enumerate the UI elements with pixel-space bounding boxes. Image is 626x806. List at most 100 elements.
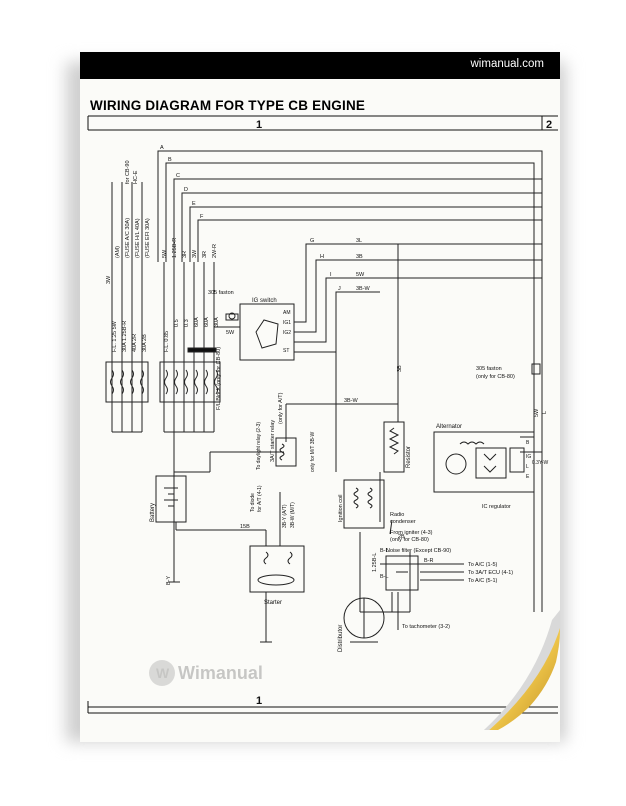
ig-term-st: ST (283, 348, 289, 354)
wire-letter-g: G (310, 238, 314, 244)
watermark-logo: W Wimanual (149, 660, 263, 686)
wire-code-3b: 3B (356, 254, 363, 260)
wire-code-125bl: 1.25B-L (372, 553, 378, 572)
ic-regulator-label: IC regulator (482, 504, 511, 510)
wire-letter-a: A (160, 145, 164, 151)
battery (155, 475, 187, 583)
noise-filter (385, 555, 419, 591)
ig-switch-label: IG switch (252, 298, 277, 304)
diode-note: for A/T (4-1) (257, 485, 263, 512)
mt-note: only for M/T 3B-W (310, 432, 316, 472)
wire-code-2b: 2B (398, 534, 405, 540)
alt-term-ig: IG (526, 454, 531, 460)
fl-row-1: F.L. 1.25 5W (112, 320, 118, 352)
site-name[interactable]: wimanual.com (470, 58, 545, 70)
top-wire-3r-b: 3R (202, 251, 208, 258)
wire-letter-b: B (168, 157, 172, 163)
from-igniter-note: (only for CB-80) (390, 537, 429, 543)
fuse-label-am: (AM) (115, 246, 121, 258)
wire-code-l: L (542, 411, 548, 414)
starter-relay-note: (only for A/T) (278, 392, 284, 424)
wire-code-5w-vertical: 5W (534, 408, 540, 417)
wire-code-3bw-relay: 3B-W (344, 398, 359, 404)
wiring-diagram: 1 2 1 (87, 115, 558, 714)
faston-connector (531, 363, 541, 375)
wire-letter-i: I (330, 272, 332, 278)
watermark-text: Wimanual (178, 663, 263, 683)
wire-code-3l: 3L (356, 238, 362, 244)
daylight-relay-label: To daylight relay (2-3) (256, 422, 262, 470)
tachometer-label: To tachometer (3-2) (402, 624, 450, 630)
fuse-note-cb90: for CB-90 (125, 160, 131, 184)
ignition-coil (343, 479, 385, 529)
alternator-label: Alternator (436, 424, 462, 430)
wire-3by-at: 3B-Y (A/T) (282, 504, 288, 528)
wire-letter-c: C (176, 173, 180, 179)
top-wire-2wr: 2W-R (212, 244, 218, 258)
alt-term-l: L (526, 464, 529, 470)
site-banner: wimanual.com (80, 52, 560, 79)
wire-03yw: 0.3Y-W (532, 460, 548, 466)
battery-label: Battery (150, 503, 156, 522)
ig-term-am: AM (283, 310, 291, 316)
to-ecu: To 3A/T ECU (4-1) (468, 570, 513, 576)
starter (249, 545, 305, 643)
manual-page: wimanual.com WIRING DIAGRAM FOR TYPE CB … (80, 52, 560, 742)
faston-label: 305 faston (208, 290, 234, 296)
top-wire-3w: 3W (192, 249, 198, 258)
wire-code-bl-1: B-L (380, 548, 389, 554)
to-ac-1: To A/C (1-5) (468, 562, 498, 568)
fuse-label-ac: (FUSE A/C 30A) (125, 218, 131, 258)
fl-row-3: 40A 2R (132, 334, 138, 352)
faston2-note: (only for CB-80) (476, 374, 515, 380)
top-wire-3r-a: 3R (182, 251, 188, 258)
diagram-title: WIRING DIAGRAM FOR TYPE CB ENGINE (90, 98, 366, 113)
wire-3bw-mt: 3B-W (M/T) (290, 502, 296, 528)
svg-text:W: W (156, 665, 170, 681)
column-1-label: 1 (256, 119, 262, 131)
diode-label: To diode (250, 493, 256, 512)
resistor (383, 421, 405, 473)
alt-term-b: B (526, 440, 530, 446)
faston2-label: 305 faston (476, 366, 502, 372)
ig-switch[interactable] (225, 303, 295, 361)
alternator (433, 431, 535, 493)
distributor-label: Distributor (338, 625, 344, 652)
fl-row-2: 30A 1.25B-R (122, 321, 128, 352)
to-ac-2: To A/C (5-1) (468, 578, 498, 584)
bus-wires (111, 150, 543, 630)
wire-code-3bw: 3B-W (356, 286, 371, 292)
wire-code-by: B-Y (166, 576, 172, 586)
radio-condenser-label-2: condenser (390, 519, 416, 525)
resistor-label: Resistor (406, 446, 412, 468)
radio-condenser-label: Radio (390, 512, 404, 518)
wire-code-15b: 15B (240, 524, 250, 530)
fl2-row-2: 0.5 (174, 319, 180, 327)
wire-letter-h: H (320, 254, 324, 260)
from-igniter-label: From igniter (4-3) (390, 530, 433, 536)
ignition-coil-label: Ignition coil (338, 494, 344, 522)
fuse-label-efi: (FUSE EFI 30A) (145, 218, 151, 258)
wire-code-3w: 3W (106, 275, 112, 284)
wire-letter-d: D (184, 187, 188, 193)
starter-relay-label: 3A/T starter relay (270, 420, 276, 462)
ig-switch-5w: 5W (226, 330, 235, 336)
starter-label: Starter (264, 600, 282, 606)
fuse-label-hl: (FUSE H/L 40A) (135, 218, 141, 258)
starter-relay (275, 437, 297, 467)
top-wire-5w: 5W (162, 249, 168, 258)
noise-filter-label: Noise filter (Except CB-90) (386, 548, 451, 554)
wire-code-3b-vertical: 3B (397, 365, 403, 372)
alt-term-e: E (526, 474, 530, 480)
wire-code-bl-2: B-L (380, 574, 389, 580)
fusible-links (105, 347, 221, 403)
fl2-row-5: 60A (204, 317, 210, 327)
top-wire-125br: 1.25B-R (172, 238, 178, 258)
wire-letter-j: J (338, 286, 341, 292)
distributor (343, 597, 385, 643)
wire-code-5w: 5W (356, 272, 365, 278)
ig-term-ig1: IG1 (283, 320, 291, 326)
column-2-label: 2 (546, 119, 552, 131)
wire-code-br: B-R (424, 558, 434, 564)
page-curl (483, 610, 560, 730)
